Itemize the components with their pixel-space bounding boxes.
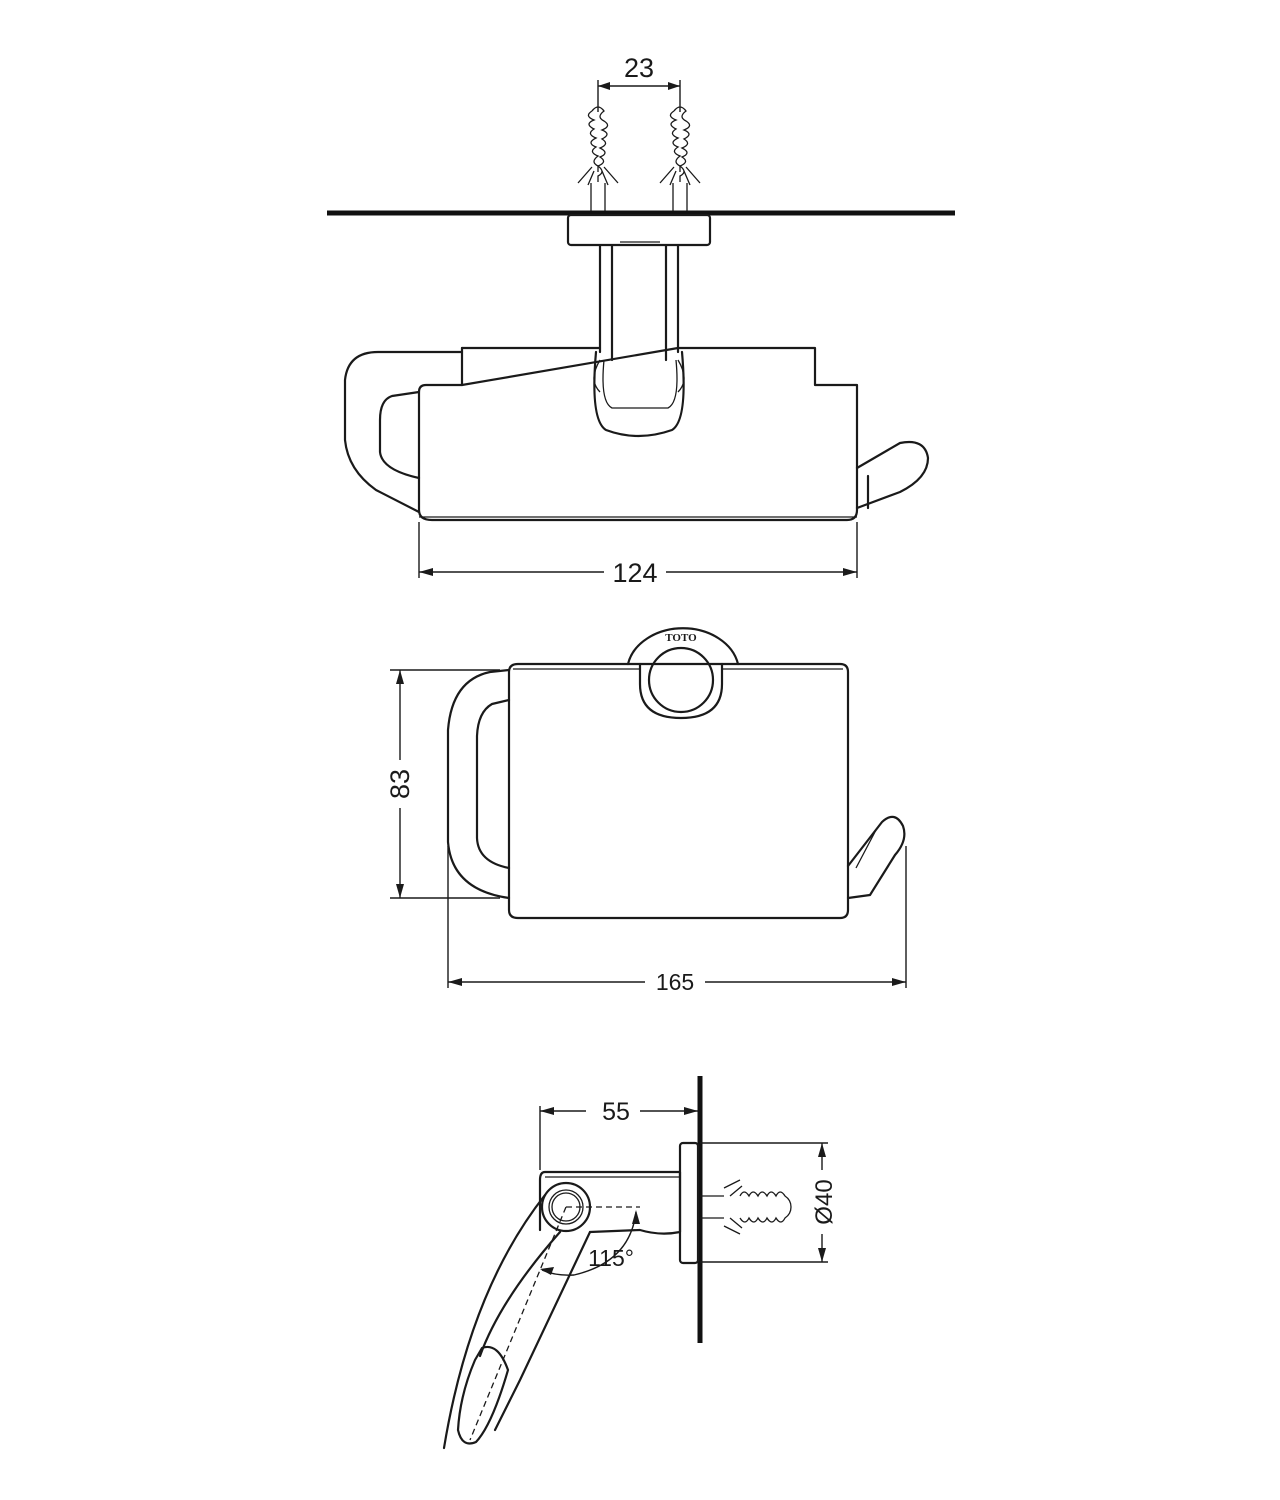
wall-anchor-side	[700, 1179, 792, 1235]
dim-label-165: 165	[656, 969, 694, 995]
paper-guard-loop-top	[343, 350, 464, 514]
dim-label-115: 115°	[588, 1245, 634, 1271]
dim-label-124: 124	[612, 558, 657, 588]
mounting-flange-top	[566, 213, 712, 247]
dim-label-diameter-40: Ø40	[811, 1179, 838, 1224]
side-view: 55 Ø40 115°	[442, 1076, 838, 1450]
spindle-circle-front	[647, 646, 715, 714]
round-flange-front	[626, 627, 740, 666]
dimension-top-width: 124	[418, 522, 858, 588]
dim-label-83: 83	[385, 769, 415, 799]
support-arm-top	[598, 244, 680, 362]
dimension-front-height: 83	[385, 669, 500, 899]
front-view: TOTO 83 165	[385, 627, 907, 995]
wall-anchor-left	[577, 106, 619, 212]
dimension-swing-angle: 115°	[540, 1210, 640, 1276]
paper-guard-loop-front	[446, 668, 511, 900]
mounting-flange-side	[678, 1141, 700, 1265]
support-arm-side	[538, 1170, 682, 1235]
wall-anchor-right	[659, 106, 701, 212]
roll-hook-top	[855, 440, 930, 510]
brand-logo: TOTO	[665, 632, 697, 644]
dimension-anchor-spacing: 23	[597, 53, 681, 112]
roll-hook-front	[846, 815, 906, 900]
arm-cradle-top	[593, 350, 685, 438]
dimension-front-width: 165	[447, 846, 907, 995]
cover-plate-front	[507, 662, 850, 920]
cover-lever-side	[442, 1193, 592, 1450]
dim-label-55: 55	[602, 1098, 630, 1126]
dimension-flange-diameter: Ø40	[700, 1142, 838, 1263]
top-view: 23 124	[327, 53, 955, 588]
cover-body-top	[417, 346, 859, 522]
dim-label-23: 23	[624, 53, 654, 83]
dimension-side-depth: 55	[539, 1098, 698, 1170]
